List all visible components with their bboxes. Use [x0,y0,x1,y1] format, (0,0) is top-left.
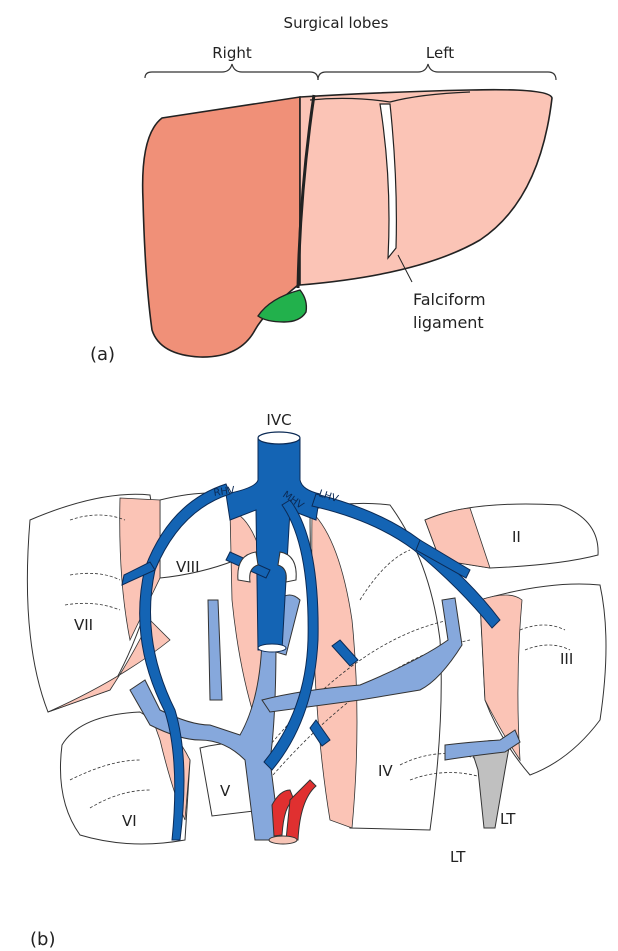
segment-label-iii: III [560,650,573,668]
right-lobe-brace [145,64,318,80]
segment-label-ii: II [512,528,521,546]
ivc-label: IVC [266,411,291,429]
segment-label-iv: IV [378,762,393,780]
lt-label-2: LT [450,848,466,866]
panel-a-label: (a) [90,344,115,365]
ivc-bottom-opening [258,644,286,652]
segment-label-vii: VII [74,616,93,634]
surgical-lobes-title: Surgical lobes [284,14,389,32]
panel-b-label: (b) [30,929,55,950]
panel-b: IVC RHV MHV LHV II III IV V VI VII VIII … [27,411,606,950]
left-lobe-label: Left [426,44,454,62]
hepatic-artery [272,780,316,840]
panel-a: Surgical lobes Right Left Falciform liga… [90,14,556,365]
ivc-top-opening [258,432,300,444]
segment-label-viii: VIII [176,558,200,576]
lt-label-1: LT [500,810,516,828]
segment-label-vi: VI [122,812,137,830]
left-lobe-brace [318,64,556,80]
right-lobe-label: Right [212,44,252,62]
liver-left-lobe [300,90,552,285]
segment-label-v: V [220,782,231,800]
falciform-label-1: Falciform [413,290,486,309]
falciform-label-2: ligament [413,313,484,332]
portal-bottom-opening [269,836,297,844]
